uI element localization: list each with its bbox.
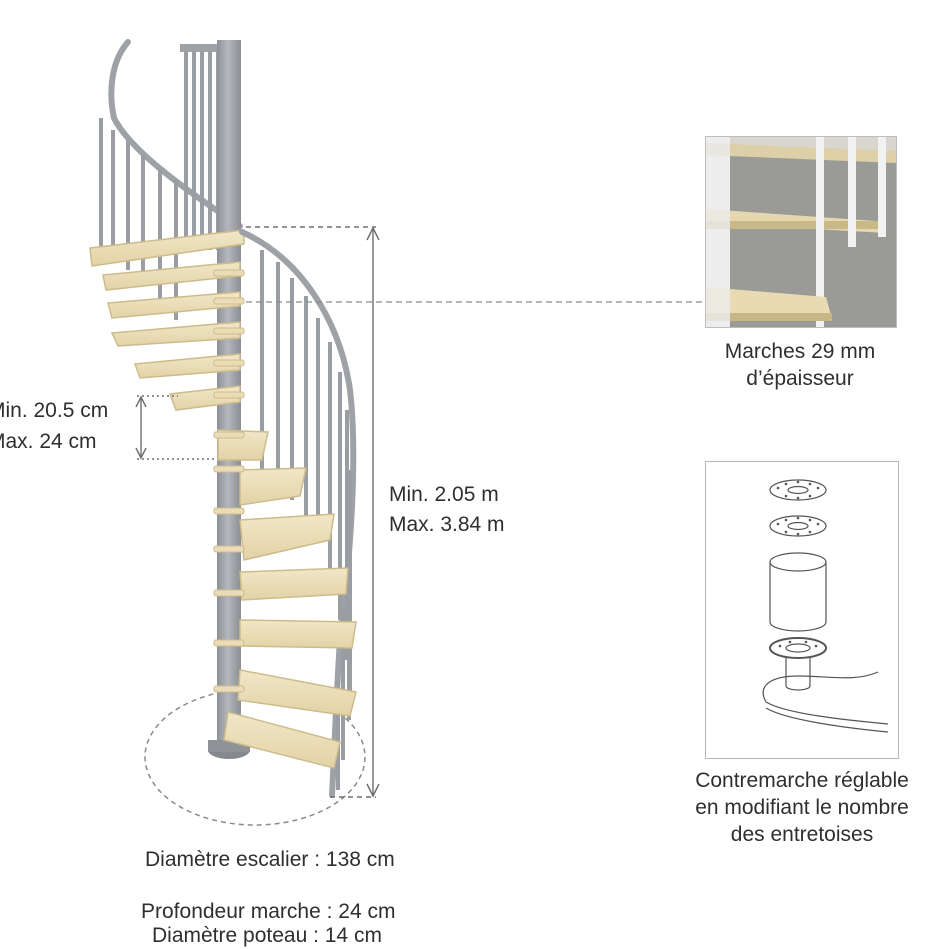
tread-thickness-photo [705,136,897,328]
top-handrail [108,39,243,229]
upper-treads [89,229,245,411]
tread-thickness-line-1: Marches 29 mm [724,340,876,363]
right-handrail [239,229,357,798]
adjustable-riser-line-2: en modifiant le nombre [695,796,909,819]
stair-height-dimension [246,226,380,798]
post-diameter-label: Diamètre poteau : 14 cm [152,924,382,947]
adjustable-riser-line-1: Contremarche réglable [695,769,909,792]
adjustable-riser-caption: Contremarche réglable en modifiant le no… [664,767,940,848]
riser-height-max-label: Max. 24 cm [0,430,97,453]
stair-diameter-label: Diamètre escalier : 138 cm [145,848,395,871]
tread-thickness-line-2: d’épaisseur [746,367,854,390]
top-landing-rail [180,44,238,52]
adjustable-riser-line-3: des entretoises [730,823,874,846]
tread-depth-label: Profondeur marche : 24 cm [141,900,396,923]
stair-height-max-label: Max. 3.84 m [389,513,505,536]
riser-height-dimension [135,395,216,460]
post-spacer-rings [213,269,245,693]
stair-height-min-label: Min. 2.05 m [389,483,499,506]
adjustable-riser-illustration [705,461,899,759]
riser-height-min-label: Min. 20.5 cm [0,399,109,422]
tread-thickness-caption: Marches 29 mm d’épaisseur [690,338,910,392]
